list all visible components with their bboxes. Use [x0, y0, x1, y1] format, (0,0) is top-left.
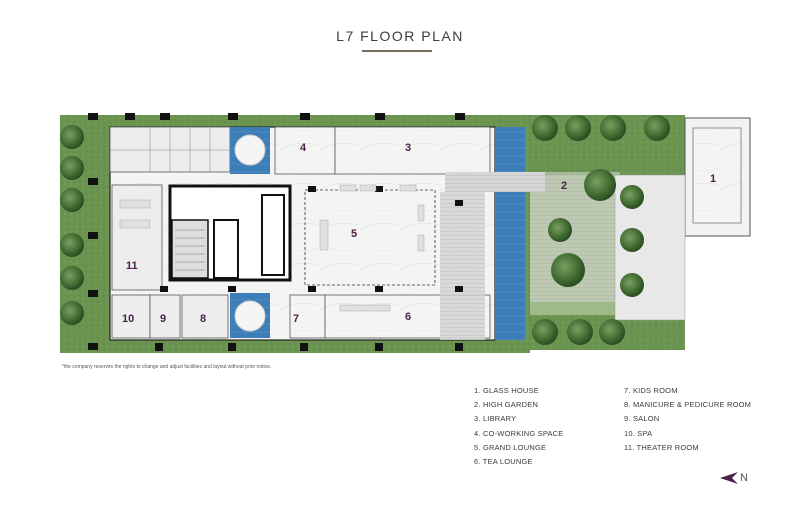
room-label-10: 10 [122, 313, 134, 325]
columns [88, 113, 465, 351]
legend-item: 1. GLASS HOUSE [474, 386, 539, 395]
terrace-deck [440, 192, 485, 340]
legend-item: 3. LIBRARY [474, 414, 517, 424]
legend-item: 9. SALON [624, 414, 660, 424]
room-label-3: 3 [405, 142, 411, 154]
north-garden-strip [60, 115, 530, 127]
page-title: L7 FLOOR PLAN [336, 28, 464, 44]
title-underline [362, 50, 432, 52]
room-label-11: 11 [126, 260, 138, 272]
room-label-4: 4 [300, 142, 307, 154]
legend-item: 11. THEATER ROOM [624, 442, 699, 452]
north-label: N [740, 472, 748, 484]
room-label-8: 8 [200, 313, 206, 325]
manicure-room [181, 294, 229, 339]
south-garden-strip [60, 340, 530, 353]
lift-shaft-2 [261, 194, 285, 276]
room-label-9: 9 [160, 313, 166, 325]
spa [111, 294, 151, 339]
legend-item: 10. SPA [624, 428, 653, 438]
room-label-5: 5 [351, 228, 357, 240]
kids-room [289, 294, 326, 339]
trees [60, 115, 670, 345]
reflecting-pool-north [495, 127, 525, 172]
room-label-2: 2 [561, 180, 567, 192]
lift-shaft-1 [213, 219, 239, 279]
legend-item: 2. HIGH GARDEN [474, 400, 539, 410]
stair [171, 219, 209, 279]
room-label-7: 7 [293, 313, 299, 325]
salon [149, 294, 181, 339]
room-label-1: 1 [710, 173, 716, 185]
legend-item: 6. TEA LOUNGE [474, 457, 533, 467]
legend-item: 5. GRAND LOUNGE [474, 442, 547, 452]
north-arrow-icon [720, 472, 738, 484]
deck-walkway [445, 172, 545, 192]
legend-column-2: 7. KIDS ROOM 8. MANICURE & PEDICURE ROOM… [624, 384, 751, 455]
legend-item: 4. CO-WORKING SPACE [474, 428, 564, 438]
library [334, 126, 491, 175]
room-label-6: 6 [405, 311, 411, 323]
co-working-space [274, 126, 336, 175]
legend-item: 8. MANICURE & PEDICURE ROOM [624, 400, 752, 410]
legend-column-1: 1. GLASS HOUSE 2. HIGH GARDEN 3. LIBRARY… [474, 384, 564, 469]
disclaimer-note: *the company reserves the rights to chan… [62, 364, 272, 370]
reflecting-pool-south [495, 192, 525, 340]
legend-item: 7. KIDS ROOM [624, 386, 678, 395]
